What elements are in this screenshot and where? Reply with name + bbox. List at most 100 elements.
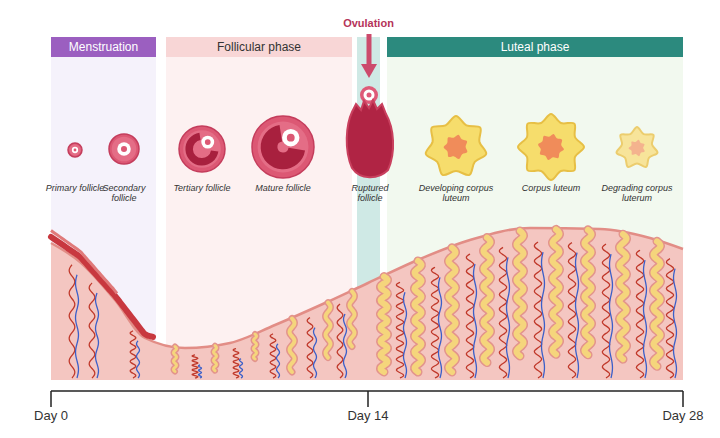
gland-outline [214, 346, 217, 371]
uterine-gland [254, 334, 257, 359]
spiral-artery [89, 283, 95, 378]
oocyte-nucleus [121, 146, 127, 152]
gland-outline [448, 248, 455, 372]
spiral-artery [337, 304, 343, 378]
uterine-gland [326, 303, 331, 358]
vein [76, 275, 79, 378]
vein [610, 254, 613, 378]
spiral-artery [636, 250, 643, 378]
follicle-label: Developing corpus luteum [417, 183, 495, 204]
oocyte [72, 147, 78, 153]
granulosa [258, 122, 309, 173]
shedding-lining [51, 231, 117, 294]
follicle-wall [179, 126, 225, 172]
day-label: Day 28 [648, 409, 718, 424]
granulosa [69, 144, 80, 155]
gland-outline [290, 319, 295, 372]
luteal-core [538, 134, 564, 160]
day-label: Day 0 [16, 409, 86, 424]
follicle [179, 126, 225, 172]
phase-band: Luteal phase [387, 37, 683, 57]
phase-band: Menstruation [51, 37, 156, 57]
follicle-label: Corpus luteum [521, 183, 581, 193]
gland-outline [254, 334, 257, 359]
ovulation-arrow-shaft [367, 34, 372, 66]
gland-outline [653, 241, 660, 366]
oocyte-nucleus [205, 139, 211, 145]
gland-outline [483, 238, 490, 363]
oocyte [282, 129, 299, 146]
uterine-gland [552, 229, 559, 354]
uterine-gland [516, 231, 523, 356]
timeline-axis [51, 390, 683, 392]
spiral-artery [307, 318, 313, 378]
vein [507, 257, 510, 378]
follicle-label: Mature follicle [253, 183, 313, 193]
vein [644, 260, 647, 378]
spiral-artery [192, 355, 198, 378]
corpus-luteum [426, 116, 487, 175]
spiral-artery [431, 267, 438, 378]
corpus-luteum [616, 127, 657, 167]
uterine-gland [483, 238, 490, 363]
gland-outline [380, 277, 387, 372]
spiral-artery [499, 247, 506, 378]
day-label: Day 14 [333, 409, 403, 424]
vein [474, 264, 477, 378]
band-title: Menstruation [69, 40, 138, 54]
gland-outline [414, 261, 421, 372]
oocyte [201, 136, 214, 149]
menstruation-background [51, 57, 156, 380]
uterine-gland [584, 230, 591, 355]
oocyte-nucleus [287, 134, 295, 142]
endometrium-surface [51, 228, 683, 348]
band-heading: Ovulation [343, 17, 394, 29]
vein [240, 359, 243, 378]
luteal-background [387, 57, 683, 380]
gland-outline [552, 229, 559, 354]
oocyte-nucleus [74, 149, 77, 152]
follicle-wall [252, 116, 314, 178]
uterine-gland [174, 347, 177, 372]
follicle-label: Tertiary follicle [172, 183, 232, 193]
shedding-lining [51, 237, 153, 337]
granulosa [183, 130, 221, 168]
spiral-artery [130, 331, 136, 378]
luteal-core [444, 135, 468, 159]
uterine-gland [214, 346, 217, 371]
axis-tick [367, 391, 369, 407]
band-title: Follicular phase [217, 40, 301, 54]
gland-outline [619, 234, 626, 359]
phase-band: Follicular phase [166, 37, 352, 57]
gland-outline [326, 303, 331, 358]
gland-outline [350, 291, 355, 346]
granulosa [112, 137, 137, 162]
uterine-gland [653, 241, 660, 366]
follicle-wall [68, 143, 82, 157]
vein [439, 277, 442, 378]
spiral-artery [534, 242, 541, 378]
spiral-artery [466, 254, 473, 378]
spiral-artery [396, 282, 403, 378]
oocyte [360, 86, 378, 104]
follicle-label: Ruptured follicle [340, 183, 400, 204]
luteal-core [629, 140, 645, 156]
oocyte-nucleus [367, 93, 372, 98]
follicle-wall [109, 134, 139, 164]
spiral-artery [602, 244, 609, 378]
gland-outline [516, 231, 523, 356]
vein [96, 293, 99, 378]
antrum [185, 133, 218, 166]
spiral-artery [270, 334, 276, 378]
follicle [109, 134, 139, 164]
uterine-gland [380, 277, 387, 372]
ovulation-arrow-head [361, 64, 377, 78]
follicular-background [166, 57, 352, 380]
follicle-label: Degrading corpus luterum [598, 183, 676, 204]
uterine-gland [414, 261, 421, 372]
spiral-artery [69, 265, 75, 378]
vein [137, 341, 140, 378]
gland-outline [174, 347, 177, 372]
